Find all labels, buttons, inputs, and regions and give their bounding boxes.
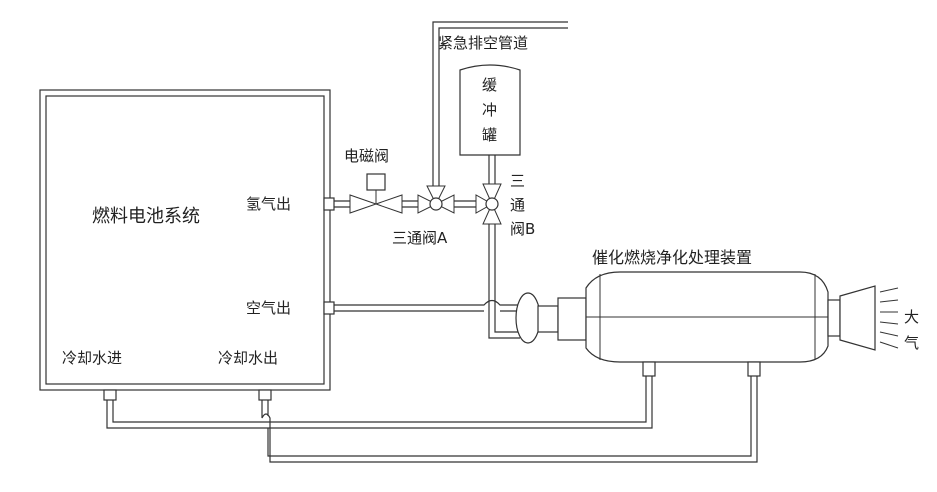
hydrogen-pipe-3 (454, 201, 476, 207)
buffer-tank-pipe (489, 155, 495, 184)
catalytic-purifier-label: 催化燃烧净化处理装置 (592, 248, 752, 267)
air-outlet-port (324, 302, 334, 314)
air-pipe (334, 301, 520, 312)
three-way-valve-a-label: 三通阀A (392, 229, 448, 247)
three-way-valve-b-label-2: 通 (510, 196, 525, 214)
atmosphere-label-1: 大 (904, 308, 919, 326)
coolant-out-label: 冷却水出 (218, 349, 278, 367)
fuel-cell-system-label: 燃料电池系统 (92, 206, 200, 227)
hydrogen-out-label: 氢气出 (246, 195, 291, 213)
catalytic-purifier (516, 272, 875, 362)
three-way-valve-b-label-3: 阀B (510, 220, 535, 238)
purifier-coolant-port-2 (748, 362, 760, 376)
three-way-valve-a (418, 186, 454, 213)
air-out-label: 空气出 (246, 299, 291, 317)
coolant-out-pipe (262, 376, 757, 462)
fuel-cell-box-inner (46, 96, 324, 384)
buffer-tank-label-2: 冲 (482, 101, 497, 119)
buffer-tank-label-3: 罐 (482, 126, 497, 144)
three-way-valve-b (476, 184, 501, 224)
three-way-valve-b-label-1: 三 (510, 172, 525, 190)
hydrogen-pipe-2 (402, 201, 418, 207)
exhaust-lines (880, 288, 898, 348)
coolant-out-port (259, 390, 271, 400)
solenoid-valve (350, 174, 402, 213)
hydrogen-pipe-1 (334, 201, 350, 207)
coolant-in-port (104, 390, 116, 400)
hydrogen-outlet-port (324, 198, 334, 210)
emergency-vent-label: 紧急排空管道 (438, 34, 528, 52)
coolant-in-label: 冷却水进 (62, 349, 122, 367)
solenoid-valve-label: 电磁阀 (344, 147, 389, 165)
atmosphere-label-2: 气 (904, 334, 919, 352)
buffer-tank-label-1: 缓 (482, 76, 497, 94)
valve-b-to-purifier-pipe (489, 224, 520, 338)
purifier-coolant-port-1 (643, 362, 655, 376)
